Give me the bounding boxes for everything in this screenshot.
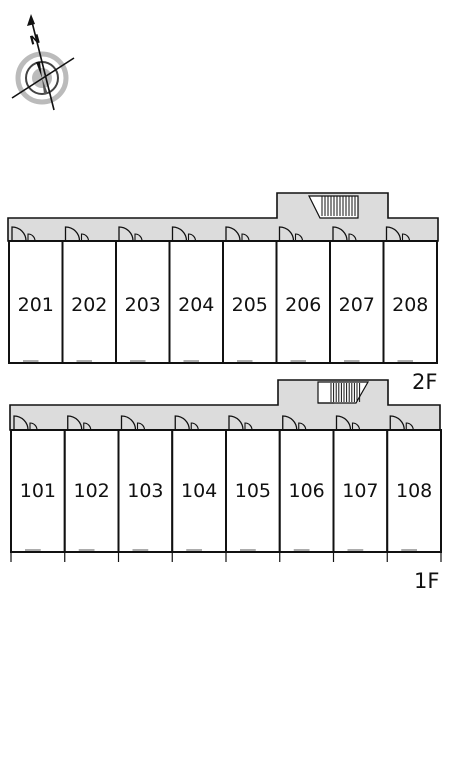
unit-cell: 107 <box>332 415 389 553</box>
door-icon <box>278 226 304 242</box>
door-icon <box>67 415 92 431</box>
door-icon <box>13 415 38 431</box>
door-icon <box>120 415 146 431</box>
unit-number: 201 <box>18 294 54 316</box>
unit-number: 106 <box>288 480 324 502</box>
unit-number: 205 <box>232 294 268 316</box>
floor-1-plan: 101 102 103 104 105 106 107 108 1F <box>9 379 442 593</box>
unit-cell: 206 <box>275 226 331 364</box>
floor-label-1f: 1F <box>414 569 439 593</box>
unit-cell: 207 <box>329 226 385 364</box>
unit-cell: 202 <box>61 226 117 364</box>
unit-number: 101 <box>20 480 56 502</box>
unit-number: 107 <box>342 480 378 502</box>
compass-icon: N <box>11 14 75 111</box>
door-icon <box>282 415 307 431</box>
unit-number: 108 <box>396 480 432 502</box>
unit-number: 206 <box>285 294 321 316</box>
north-label: N <box>28 32 41 48</box>
unit-cell: 208 <box>382 226 438 364</box>
unit-cell: 205 <box>222 226 278 364</box>
unit-number: 204 <box>178 294 214 316</box>
unit-number: 208 <box>392 294 428 316</box>
unit-cell: 103 <box>117 415 174 553</box>
unit-cell: 106 <box>278 415 335 553</box>
unit-cell: 105 <box>225 415 281 553</box>
door-icon <box>11 226 36 242</box>
staircase-icon <box>317 381 370 404</box>
door-icon <box>332 226 357 242</box>
unit-number: 203 <box>125 294 161 316</box>
door-icon <box>225 226 250 242</box>
unit-cell: 204 <box>168 226 224 364</box>
door-icon <box>64 226 90 242</box>
unit-number: 102 <box>73 480 109 502</box>
unit-cell: 201 <box>8 226 64 364</box>
unit-cell: 104 <box>171 415 227 553</box>
unit-cell: 102 <box>63 415 120 553</box>
unit-cell: 203 <box>115 226 171 364</box>
unit-number: 202 <box>71 294 107 316</box>
unit-number: 207 <box>339 294 375 316</box>
unit-number: 104 <box>181 480 217 502</box>
floor-label-2f: 2F <box>412 370 437 394</box>
door-icon <box>171 226 197 242</box>
door-icon <box>118 226 143 242</box>
door-icon <box>228 415 253 431</box>
unit-cell: 101 <box>10 415 66 553</box>
floor-2-plan: 201 202 203 204 205 206 207 208 2F <box>7 192 439 394</box>
door-icon <box>385 226 411 242</box>
unit-number: 103 <box>127 480 163 502</box>
unit-cell: 108 <box>386 415 442 553</box>
door-icon <box>174 415 199 431</box>
door-icon <box>389 415 414 431</box>
unit-number: 105 <box>235 480 271 502</box>
staircase-icon <box>308 195 359 219</box>
door-icon <box>335 415 361 431</box>
